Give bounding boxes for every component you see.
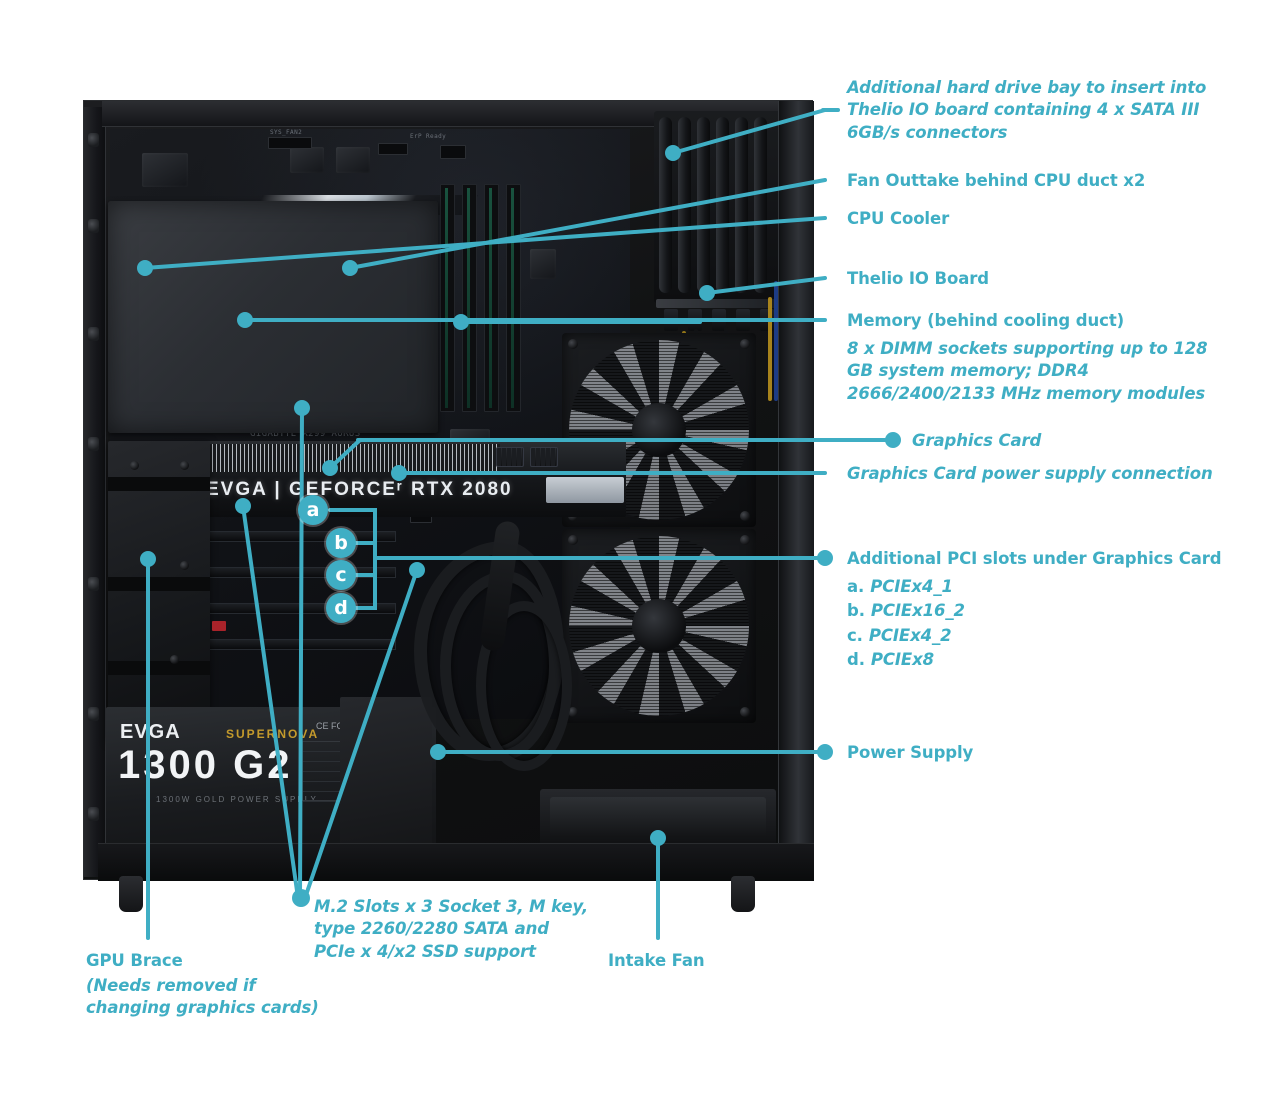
pci-slot-name: PCIEx8	[870, 649, 935, 669]
graphics-card-label: EVGA | GEFORCEʳ RTX 2080	[206, 479, 513, 500]
label-thelio-io-board: Thelio IO Board	[847, 269, 989, 288]
silkscreen-text: GIGABYTE X299 AORUS	[250, 429, 361, 439]
silkscreen-text: SYS_FAN2	[270, 129, 303, 136]
pci-slot-name: PCIEx16_2	[870, 601, 965, 621]
pci-slot-item: b. PCIEx16_2	[847, 600, 965, 622]
pci-slot-name: PCIEx4_2	[868, 625, 952, 645]
case-rear-edge	[778, 101, 814, 881]
cpu-cooling-duct	[108, 201, 438, 433]
pci-slot-item: a. PCIEx4_1	[847, 576, 965, 598]
computer-case-photo: SYS_FAN2 ErP Ready USB3_0 GIGABYTE X299 …	[83, 100, 814, 912]
intake-fan	[540, 789, 776, 845]
fan-outtake-lower	[562, 529, 756, 723]
fan-outtake-upper	[562, 333, 756, 527]
case-bottom-panel	[98, 843, 814, 881]
silkscreen-text: ErP Ready	[410, 133, 447, 140]
label-gpu-brace-heading: GPU Brace	[86, 951, 183, 970]
graphics-card: EVGA | GEFORCEʳ RTX 2080	[196, 441, 626, 517]
case-left-rail	[84, 107, 106, 877]
label-graphics-card: Graphics Card	[912, 431, 1042, 450]
thelio-io-board	[656, 299, 776, 308]
hard-drive-bay-fins	[654, 111, 782, 303]
pci-slot-letter: d.	[847, 649, 865, 669]
label-fan-outtake: Fan Outtake behind CPU duct x2	[847, 171, 1146, 190]
label-memory-heading: Memory (behind cooling duct)	[847, 311, 1125, 330]
pci-slot-letter: b.	[847, 601, 865, 621]
label-intake-fan: Intake Fan	[608, 951, 705, 970]
case-foot-right	[731, 876, 755, 912]
label-hard-drive-bay: Additional hard drive bay to insert into…	[847, 78, 1207, 142]
label-cpu-cooler: CPU Cooler	[847, 209, 950, 228]
case-body: SYS_FAN2 ErP Ready USB3_0 GIGABYTE X299 …	[83, 100, 814, 881]
psu-model-label: 1300 G2	[118, 743, 293, 787]
pci-slot-list: a. PCIEx4_1 b. PCIEx16_2 c. PCIEx4_2 d. …	[847, 576, 965, 671]
psu-subtitle-label: 1300W GOLD POWER SUPPLY	[156, 795, 318, 804]
pci-slot-letter: c.	[847, 625, 863, 645]
label-memory-detail: 8 x DIMM sockets supporting up to 128 GB…	[847, 339, 1208, 403]
pci-slot-item: d. PCIEx8	[847, 649, 965, 671]
label-pci-slots-heading: Additional PCI slots under Graphics Card	[847, 549, 1222, 568]
psu-brand-label: EVGA	[120, 721, 181, 743]
label-gpu-brace-detail: (Needs removed if changing graphics card…	[86, 976, 319, 1018]
psu-cert-marks: CE FC	[316, 721, 343, 731]
red-connector	[212, 621, 226, 631]
label-graphics-card-power: Graphics Card power supply connection	[847, 464, 1213, 483]
pci-slot-letter: a.	[847, 577, 865, 596]
pci-slot-name: PCIEx4_1	[870, 577, 953, 596]
pci-slot-item: c. PCIEx4_2	[847, 625, 965, 647]
case-foot-left	[119, 876, 143, 912]
psu-series-label: SUPERNOVA	[226, 727, 320, 741]
gpu-brace	[108, 441, 210, 741]
label-power-supply: Power Supply	[847, 743, 974, 762]
